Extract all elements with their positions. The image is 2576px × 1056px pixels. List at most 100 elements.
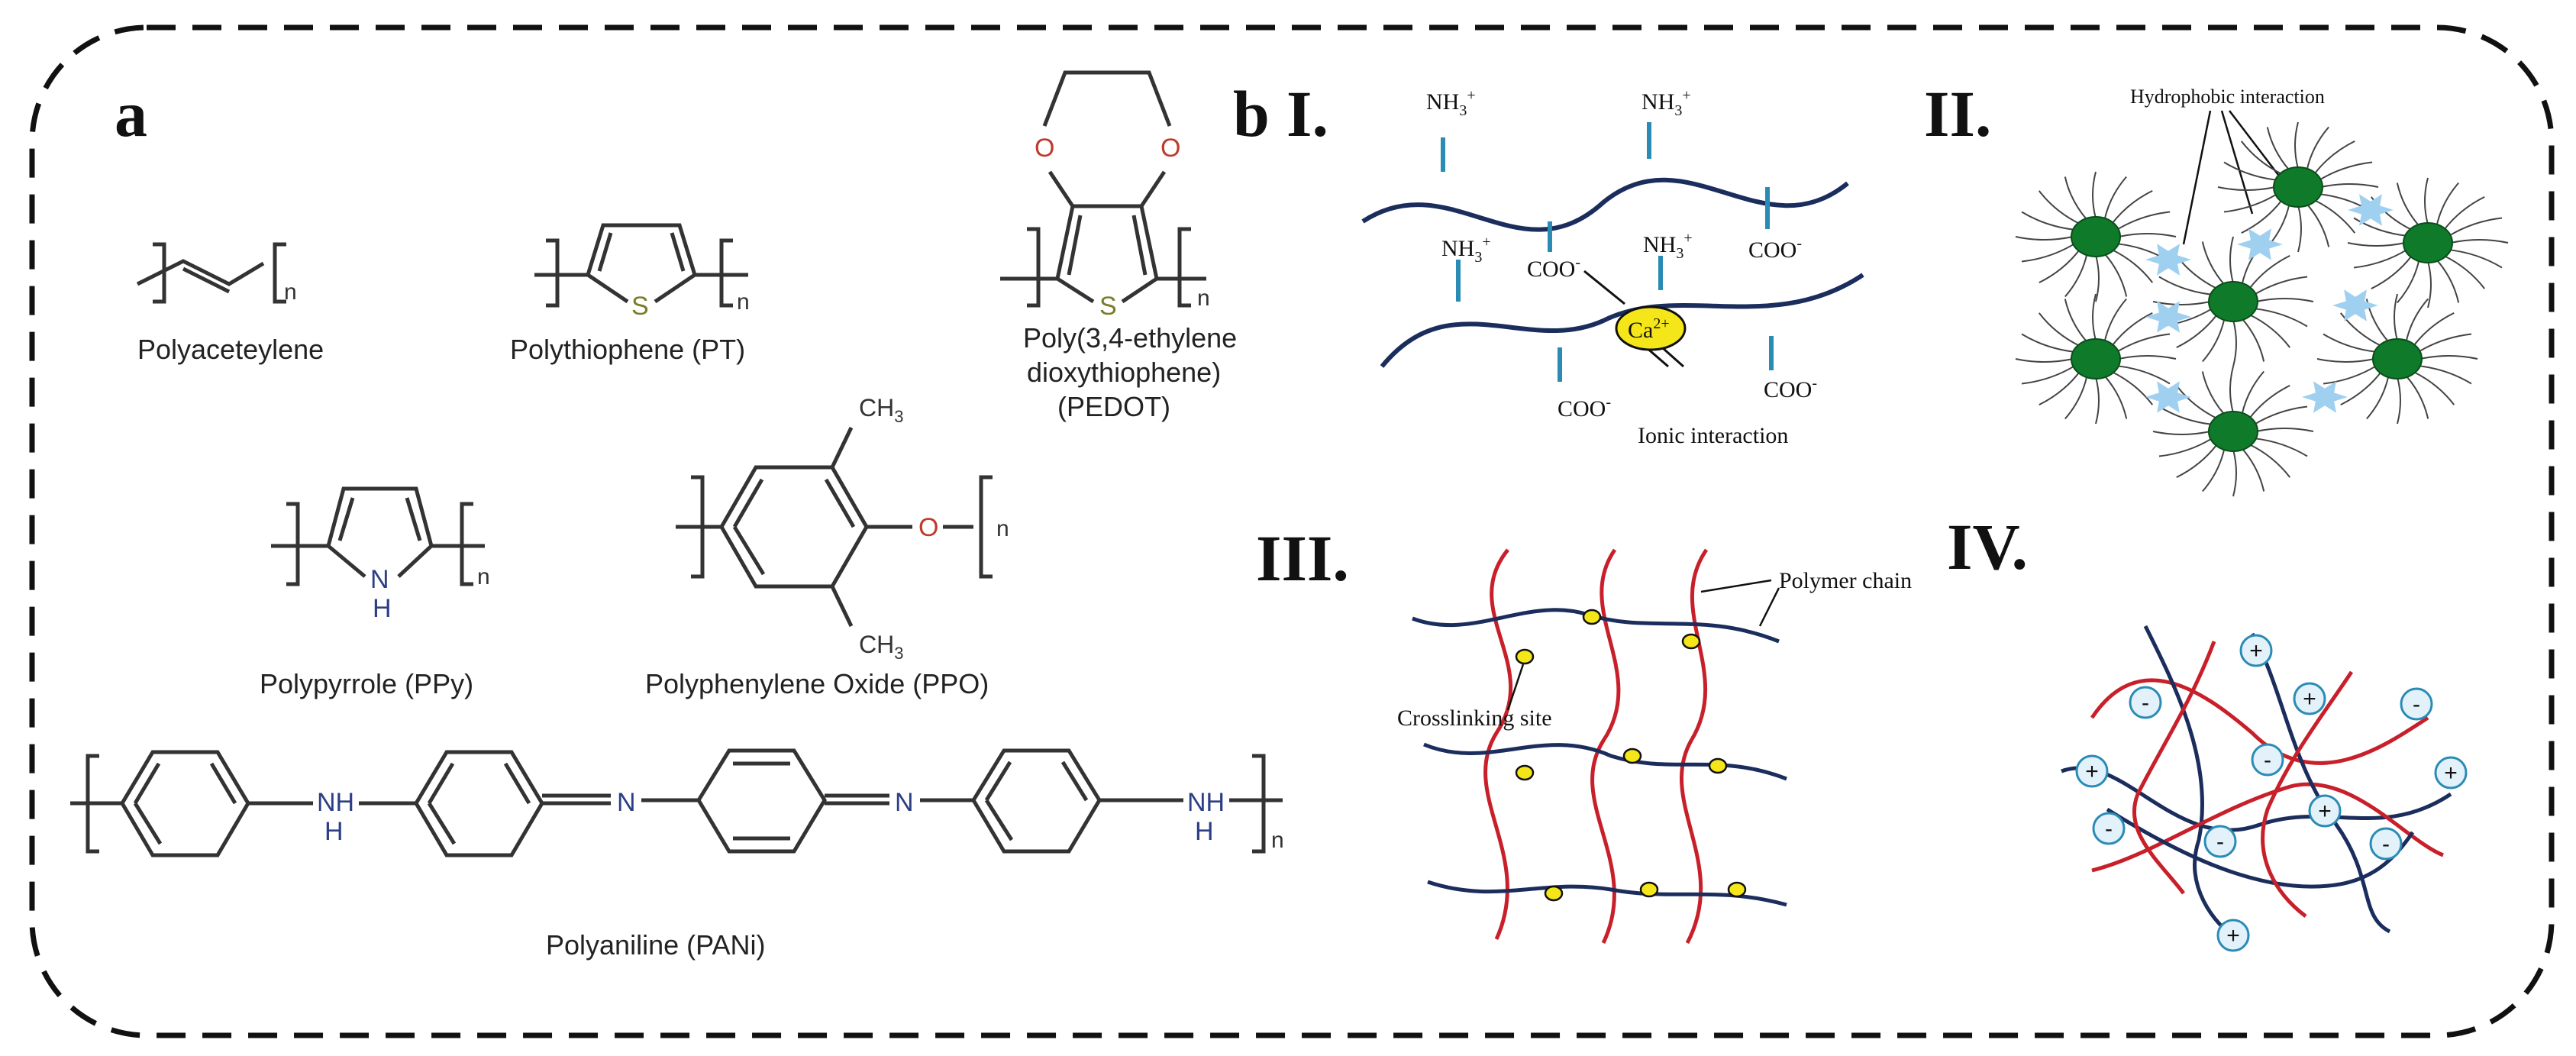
pani-h-1: H bbox=[324, 817, 344, 846]
polythiophene-n: n bbox=[737, 289, 750, 315]
coo-2: COO- bbox=[1748, 235, 1802, 263]
svg-text:-: - bbox=[2216, 829, 2224, 854]
pani-nh-1: NH bbox=[317, 788, 354, 817]
polyacetylene-n: n bbox=[284, 279, 297, 305]
negative-charge-11: - bbox=[2369, 827, 2403, 861]
polythiophene-structure bbox=[534, 223, 748, 308]
panel-a-label: a bbox=[115, 77, 147, 150]
svg-text:-: - bbox=[2413, 692, 2420, 717]
ppo-o-atom: O bbox=[918, 513, 938, 542]
micelle-4 bbox=[2152, 236, 2314, 367]
crosslink-pointers bbox=[1506, 579, 1780, 711]
polyacetylene-name: Polyaceteylene bbox=[137, 334, 324, 365]
pani-n: n bbox=[1271, 828, 1284, 853]
micelle-2 bbox=[2217, 121, 2379, 253]
ionic-interaction-label: Ionic interaction bbox=[1638, 423, 1788, 448]
pani-name: Polyaniline (PANi) bbox=[546, 929, 765, 961]
nh3-1: NH3+ bbox=[1426, 87, 1476, 119]
hydrophobic-domain-6 bbox=[2302, 381, 2348, 413]
ppo-ch3-top: CH3 bbox=[859, 394, 903, 426]
svg-text:+: + bbox=[2226, 923, 2240, 948]
svg-text:+: + bbox=[2303, 686, 2316, 712]
negative-charge-4: - bbox=[2400, 687, 2433, 721]
dashed-frame bbox=[29, 24, 2555, 1038]
positive-charge-12: + bbox=[2216, 919, 2250, 952]
panel-b-label: b bbox=[1233, 77, 1270, 150]
negative-charge-10: - bbox=[2203, 825, 2237, 858]
positive-charge-8: + bbox=[2434, 756, 2468, 790]
coo-1: COO- bbox=[1527, 254, 1580, 282]
micelle-network bbox=[2015, 121, 2509, 497]
pedot-s: S bbox=[1099, 292, 1117, 321]
pedot-name-line3: (PEDOT) bbox=[1057, 391, 1170, 422]
positive-charge-7: + bbox=[2308, 794, 2342, 828]
pani-nh-2: NH bbox=[1187, 788, 1225, 817]
charge-markers: + - + - - + + + - - - + bbox=[2075, 634, 2468, 952]
micelle-5 bbox=[2015, 293, 2177, 425]
positive-charge-1: + bbox=[2239, 634, 2273, 667]
svg-text:-: - bbox=[2264, 748, 2271, 773]
pedot-n: n bbox=[1197, 286, 1210, 311]
pani-h-2: H bbox=[1195, 817, 1214, 846]
panel-b-iv-label: IV. bbox=[1947, 510, 2028, 583]
panel-b-i-label: I. bbox=[1286, 77, 1328, 150]
calcium-label: Ca2+ bbox=[1628, 315, 1670, 343]
polyelectrolyte-chains bbox=[2061, 625, 2452, 941]
negative-charge-9: - bbox=[2092, 812, 2126, 845]
ppo-name: Polyphenylene Oxide (PPO) bbox=[645, 668, 989, 699]
hydrophobic-domain-1 bbox=[2145, 244, 2191, 276]
polymer-chain-label: Polymer chain bbox=[1779, 568, 1912, 593]
hydrophobic-domain-4 bbox=[2145, 301, 2191, 333]
pani-n-1: N bbox=[617, 788, 636, 817]
crosslinking-site-label: Crosslinking site bbox=[1397, 706, 1552, 731]
pedot-name-line1: Poly(3,4-ethylene bbox=[1023, 322, 1237, 354]
polypyrrole-name: Polypyrrole (PPy) bbox=[260, 668, 473, 699]
negative-charge-5: - bbox=[2251, 743, 2284, 777]
pedot-o-left: O bbox=[1035, 134, 1054, 163]
calcium-ion bbox=[1615, 305, 1687, 351]
polypyrrole-structure bbox=[271, 486, 485, 586]
svg-text:-: - bbox=[2382, 832, 2390, 857]
polythiophene-name: Polythiophene (PT) bbox=[510, 334, 745, 365]
polyacetylene-structure bbox=[136, 242, 286, 304]
svg-text:+: + bbox=[2444, 761, 2458, 786]
hydrophobic-domain-5 bbox=[2237, 228, 2283, 260]
panel-b-iii-label: III. bbox=[1256, 522, 1349, 595]
micelle-7 bbox=[2152, 366, 2314, 497]
hydrophobic-domain-2 bbox=[2348, 194, 2394, 226]
polyaniline-structure bbox=[70, 748, 1283, 857]
positive-charge-6: + bbox=[2075, 754, 2109, 788]
micelle-1 bbox=[2015, 171, 2177, 302]
ppo-structure bbox=[676, 426, 993, 628]
ppo-ch3-bottom: CH3 bbox=[859, 631, 903, 663]
hydrophobic-domain-7 bbox=[2145, 381, 2191, 413]
hydrophobic-label: Hydrophobic interaction bbox=[2130, 86, 2325, 108]
svg-text:+: + bbox=[2249, 638, 2263, 664]
nh3-2: NH3+ bbox=[1641, 87, 1691, 119]
nh3-3: NH3+ bbox=[1441, 234, 1491, 266]
svg-text:-: - bbox=[2142, 690, 2149, 715]
micelle-3 bbox=[2347, 177, 2509, 308]
ppo-n: n bbox=[996, 516, 1009, 541]
negative-charge-2: - bbox=[2129, 686, 2162, 719]
hydrophobic-pointers bbox=[2182, 110, 2291, 245]
polypyrrole-h-atom: H bbox=[373, 594, 392, 623]
micelle-6 bbox=[2316, 293, 2478, 425]
hydrophobic-domain-3 bbox=[2332, 289, 2378, 321]
pedot-name-line2: dioxythiophene) bbox=[1027, 357, 1221, 388]
positive-charge-3: + bbox=[2293, 682, 2326, 715]
pedot-o-right: O bbox=[1160, 134, 1180, 163]
polypyrrole-n: n bbox=[477, 564, 490, 589]
panel-b-ii-label: II. bbox=[1924, 77, 1991, 150]
polypyrrole-n-atom: N bbox=[370, 565, 389, 594]
svg-text:-: - bbox=[2105, 816, 2113, 841]
polythiophene-s: S bbox=[631, 292, 649, 321]
svg-text:+: + bbox=[2318, 799, 2332, 824]
nh3-4: NH3+ bbox=[1643, 230, 1693, 262]
coo-4: COO- bbox=[1764, 375, 1817, 402]
pedot-structure bbox=[1000, 70, 1206, 308]
pani-n-2: N bbox=[895, 788, 914, 817]
crosslinking-sites bbox=[1515, 609, 1747, 902]
svg-text:+: + bbox=[2085, 759, 2099, 784]
